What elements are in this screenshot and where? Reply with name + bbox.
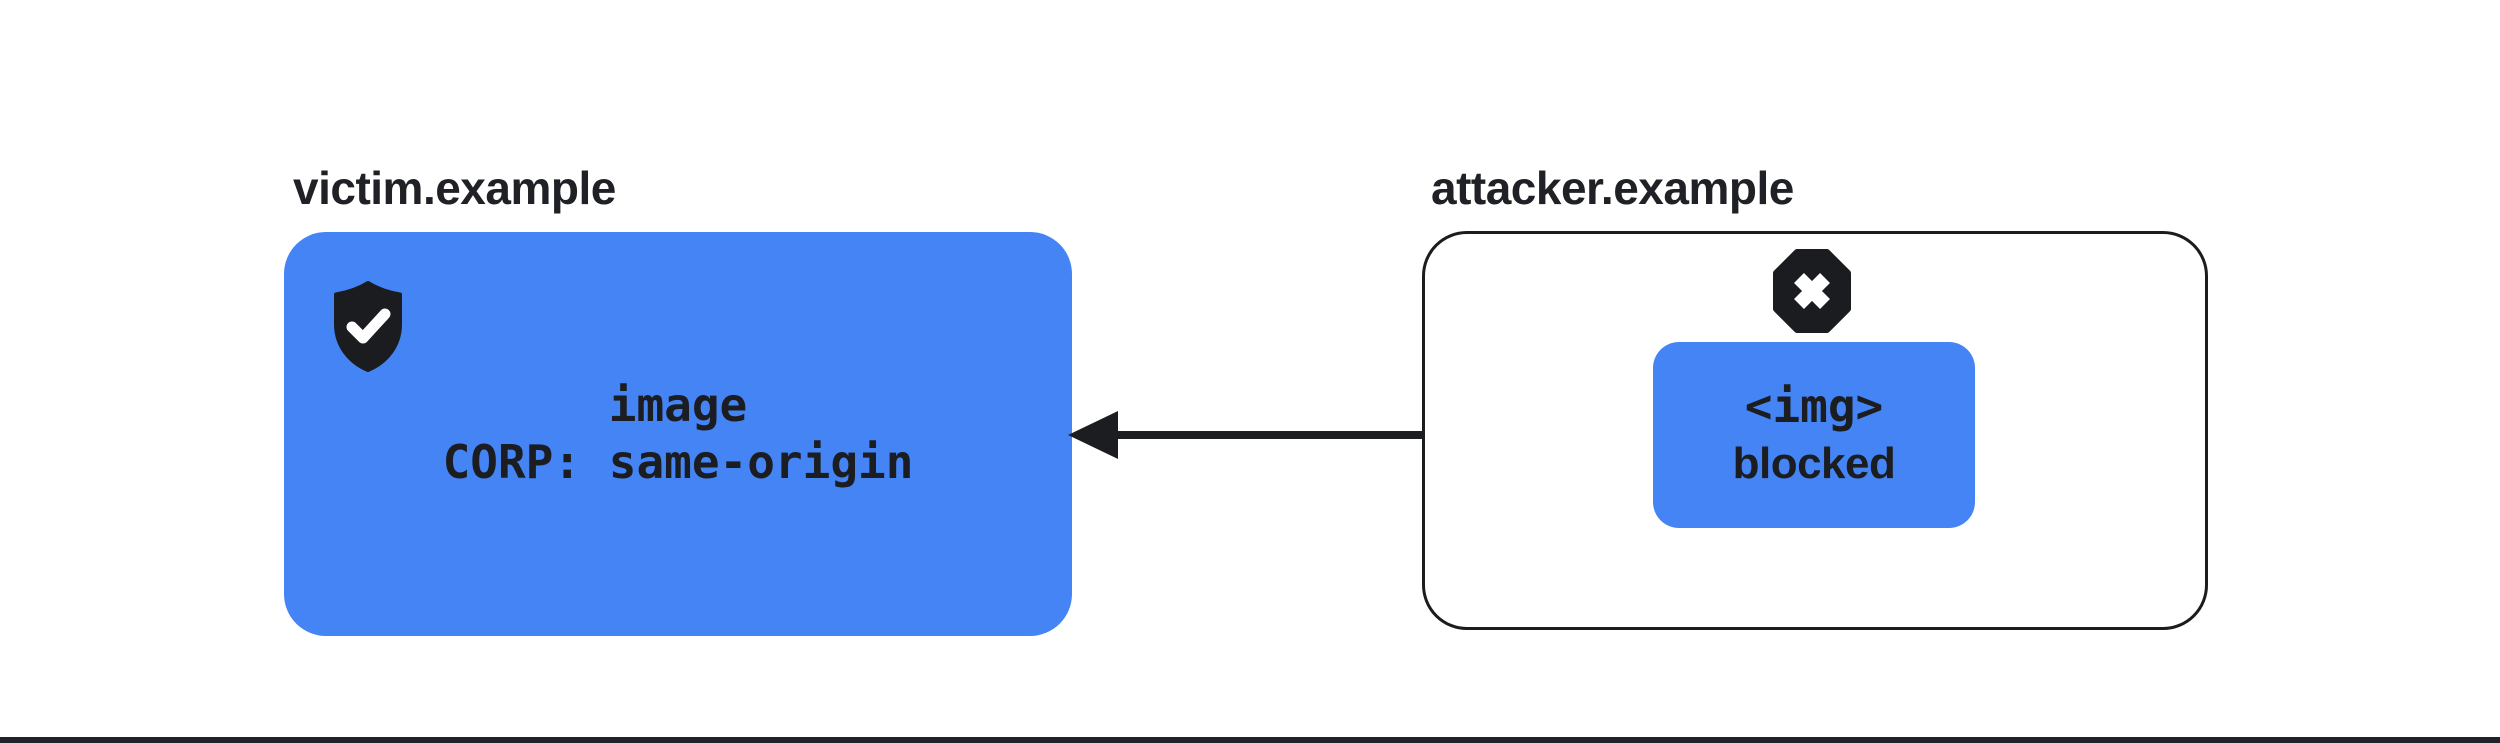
- request-arrow-line: [1110, 431, 1653, 439]
- img-tag-label: <img>: [1744, 379, 1884, 433]
- blocked-status-label: blocked: [1732, 439, 1896, 488]
- shield-check-icon: [329, 280, 407, 372]
- victim-resource-box: image CORP: same-origin: [284, 232, 1072, 636]
- victim-corp-header-label: CORP: same-origin: [442, 435, 914, 489]
- request-arrow-head-icon: [1068, 411, 1118, 459]
- attacker-domain-label: attacker.example: [1431, 162, 1794, 214]
- victim-resource-type-label: image: [608, 378, 748, 432]
- victim-domain-label: victim.example: [293, 162, 616, 214]
- attacker-page-box: <img> blocked: [1422, 231, 2208, 630]
- blocked-x-icon: [1773, 249, 1851, 333]
- blocked-request-box: <img> blocked: [1653, 342, 1975, 528]
- bottom-divider: [0, 737, 2500, 743]
